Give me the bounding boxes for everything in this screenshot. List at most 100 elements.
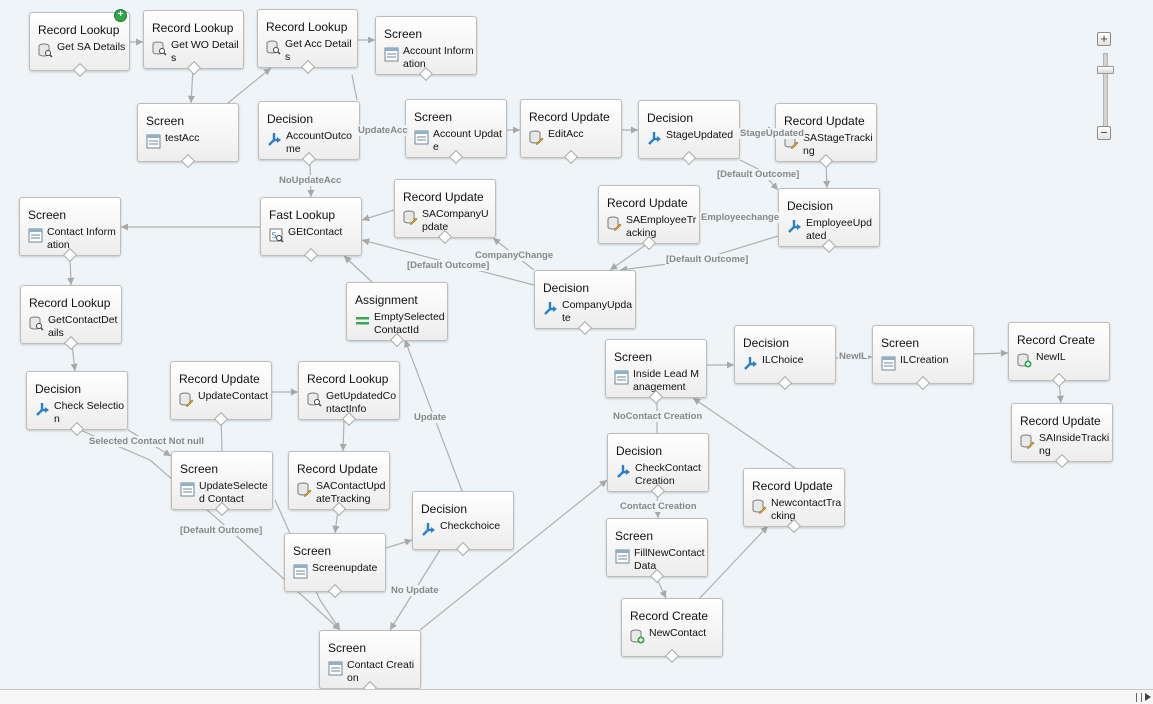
node-type-label: Record Update: [403, 190, 484, 204]
scroll-right-icon[interactable]: [1145, 693, 1151, 701]
connector-line[interactable]: [699, 525, 769, 599]
connector-outcome-label[interactable]: StageUpdated: [739, 128, 805, 139]
node-name-label: SAEmployeeTracking: [626, 214, 697, 239]
connector-port[interactable]: [327, 583, 343, 599]
connector-port[interactable]: [213, 411, 229, 427]
connector-line[interactable]: [385, 538, 413, 549]
zoom-slider-handle[interactable]: [1097, 66, 1114, 74]
connector-outcome-label[interactable]: NewIL: [838, 351, 868, 362]
connector-outcome-label[interactable]: Employeechange: [700, 212, 781, 223]
zoom-out-button[interactable]: −: [1097, 126, 1111, 140]
connector-port[interactable]: [303, 247, 319, 263]
connector-outcome-label[interactable]: UpdateAcc: [357, 125, 409, 136]
connector-line[interactable]: [343, 255, 373, 283]
connector-outcome-label[interactable]: Update: [413, 412, 448, 423]
node-type-label: Record Lookup: [38, 23, 120, 37]
connector-outcome-label[interactable]: [Default Outcome]: [406, 260, 491, 271]
connector-outcome-label[interactable]: NoContact Creation: [612, 411, 704, 422]
connector-port[interactable]: [915, 375, 931, 391]
node-name-label: Contact Creation: [347, 659, 415, 684]
connector-outcome-label[interactable]: Contact Creation: [619, 501, 698, 512]
connector-line[interactable]: [361, 209, 395, 222]
node-type-label: Record Update: [607, 196, 688, 210]
connector-line[interactable]: [609, 243, 648, 271]
decision-icon: [35, 402, 50, 417]
node-type-label: Record Create: [1017, 333, 1096, 347]
zoom-slider-track[interactable]: [1103, 53, 1108, 127]
node-name-label: Screenupdate: [312, 562, 378, 574]
connector-outcome-label[interactable]: [Default Outcome]: [665, 254, 750, 265]
screen-icon: [146, 134, 161, 149]
connector-outcome-label[interactable]: [Default Outcome]: [716, 169, 801, 180]
connector-port[interactable]: [455, 541, 471, 557]
connector-port[interactable]: [664, 648, 680, 664]
connector-outcome-label[interactable]: NoUpdateAcc: [278, 175, 343, 186]
screen-icon: [293, 564, 308, 579]
connector-outcome-label[interactable]: [Default Outcome]: [179, 525, 264, 536]
zoom-in-button[interactable]: +: [1097, 32, 1111, 46]
connector-port[interactable]: [681, 150, 697, 166]
node-type-label: Decision: [743, 336, 790, 350]
node-type-label: Fast Lookup: [269, 208, 336, 222]
node-name-label: GetUpdatedContactInfo: [326, 390, 397, 415]
svg-text:S: S: [272, 231, 277, 240]
connector-port[interactable]: [563, 149, 579, 165]
node-type-label: Record Lookup: [266, 20, 348, 34]
connector-line[interactable]: [351, 74, 358, 101]
connector-port[interactable]: [1051, 372, 1067, 388]
connector-outcome-label[interactable]: CompanyChange: [474, 250, 555, 261]
connector-port[interactable]: [777, 375, 793, 391]
decision-icon: [267, 132, 282, 147]
connector-outcome-label[interactable]: No Update: [390, 585, 440, 596]
decision-icon: [647, 131, 662, 146]
connector-line[interactable]: [973, 349, 1009, 357]
node-name-label: SAStageTracking: [803, 132, 873, 157]
connector-port[interactable]: [180, 153, 196, 169]
screen-icon: [328, 661, 343, 676]
connector-line[interactable]: [339, 419, 347, 452]
connector-port[interactable]: [72, 62, 87, 78]
node-type-label: Assignment: [355, 293, 418, 307]
node-name-label: SAContactUpdateTracking: [316, 480, 386, 505]
connector-outcome-label[interactable]: Selected Contact Not null: [88, 436, 206, 447]
horizontal-scrollbar[interactable]: [0, 689, 1153, 704]
connector-line[interactable]: [227, 67, 272, 104]
scrollbar-grip-icon[interactable]: [1136, 693, 1142, 702]
